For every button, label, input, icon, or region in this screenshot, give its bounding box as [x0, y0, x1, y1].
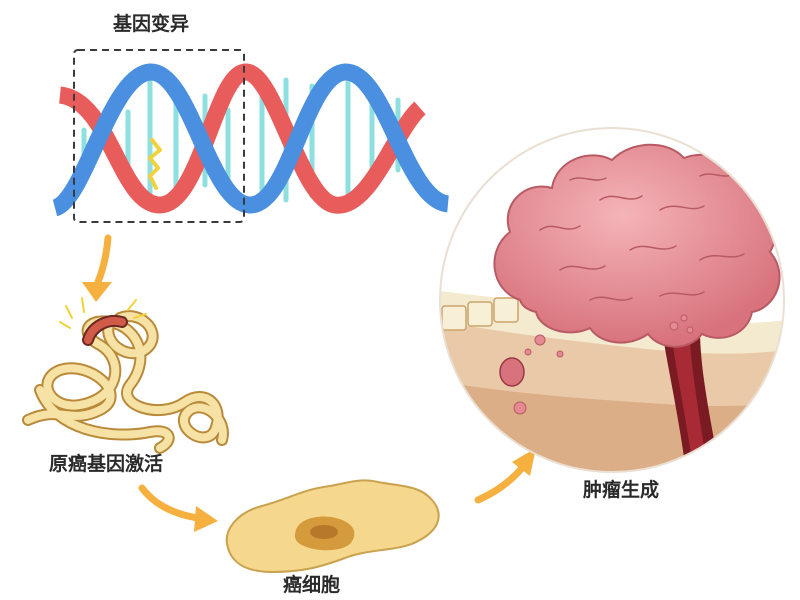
step-label-tumor: 肿瘤生成 [583, 479, 660, 501]
dna-strand-blue [51, 63, 451, 217]
dna-helix [51, 49, 451, 223]
step-label-mutation: 基因变异 [113, 13, 190, 35]
mutation-highlight-box [73, 49, 245, 223]
tumor-texture [539, 173, 745, 301]
oncogene-strand [22, 297, 229, 454]
arrow-cell-to-tumor [474, 448, 536, 504]
step-label-oncogene: 原癌基因激活 [49, 453, 164, 475]
arrow-oncogene-to-cell [138, 484, 218, 532]
tumor-fragments [513, 314, 694, 415]
arrow-mutation-to-oncogene [82, 234, 112, 302]
cancer-cell [225, 479, 440, 574]
epithelial-cells [441, 297, 519, 331]
mutation-mark [148, 138, 162, 190]
flow-arrows [82, 234, 536, 532]
invading-cell [499, 357, 525, 387]
tumor-scene [439, 127, 785, 473]
step-label-cancer-cell: 癌细胞 [283, 574, 341, 596]
activation-sparkle-icon [59, 297, 147, 329]
